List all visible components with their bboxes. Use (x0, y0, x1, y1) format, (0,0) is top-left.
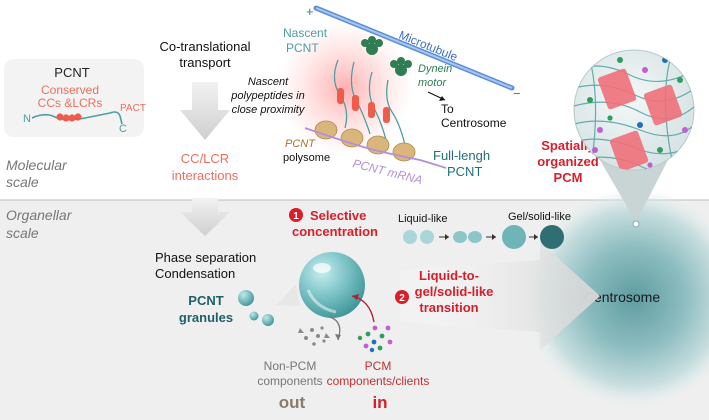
down-arrow-top (180, 82, 230, 140)
cc-domain-beads (56, 113, 82, 122)
pact-label: PACT (120, 103, 146, 114)
centrosome-target-label: Centrosome (441, 116, 507, 130)
step-2-number: 2 (399, 293, 405, 304)
in-label: in (372, 393, 387, 412)
pcm-label-1: PCM (365, 359, 392, 373)
pcm-client-cluster (357, 325, 393, 353)
conserved-label-1: Conserved (41, 83, 99, 97)
centrosome-blob (524, 188, 709, 408)
small-granules (238, 290, 274, 326)
polysome-illustration: + − Microtubule Nascent PCNT (230, 4, 520, 187)
liquid-like-label: Liquid-like (398, 213, 448, 225)
centrosome-label: Centrosome (584, 289, 660, 305)
pcm-zoom-circle (573, 49, 695, 228)
dynein-label-1: Dynein (418, 63, 452, 75)
pcm-clients (587, 57, 688, 168)
dynein-label-2: motor (418, 77, 447, 89)
conserved-label-2: CCs &LCRs (38, 96, 103, 110)
c-terminus-label: C (119, 123, 127, 135)
transition-label-1: Liquid-to- (419, 268, 479, 283)
polysome-label-1: PCNT (285, 138, 316, 150)
cc-beads (337, 88, 390, 123)
granule-wedge (277, 284, 300, 306)
pcnt-protein-line (31, 111, 123, 125)
organellar-scale-label-2: scale (6, 225, 39, 241)
gel-like-label: Gel/solid-like (508, 211, 571, 223)
molecular-scale-label-1: Molecular (6, 157, 68, 173)
selective-label-1: Selective (310, 208, 366, 223)
pcnt-domain-box: PCNT Conserved CCs &LCRs PACT N C (4, 59, 146, 137)
ribosomes (314, 120, 416, 162)
proximity-label-1: Nascent (248, 76, 289, 88)
nonpcm-label-1: Non-PCM (264, 359, 317, 373)
cc-lcr-label-1: CC/LCR (181, 151, 229, 166)
proximity-label-2: polypeptides in (230, 90, 304, 102)
cotranslational-label-2: transport (179, 55, 231, 70)
transition-label-3: transition (419, 300, 478, 315)
cotranslational-label-1: Co-translational (159, 39, 250, 54)
step-2-badge (395, 290, 409, 304)
transition-arrow (400, 242, 600, 350)
selective-label-2: concentration (292, 224, 378, 239)
liquid-to-gel-sequence (403, 225, 564, 249)
mrna-strand (304, 127, 447, 169)
pcm-centrioles (597, 68, 683, 170)
cc-lcr-label-2: interactions (172, 168, 239, 183)
nascent-pcnt-label-2: PCNT (286, 41, 319, 55)
to-label: To (441, 102, 454, 116)
down-arrow-bottom (180, 198, 230, 236)
polysome-label-2: polysome (283, 152, 330, 164)
condensate-droplet (299, 252, 365, 318)
step-1-badge (289, 208, 303, 222)
spatial-label-3: PCM (554, 170, 583, 185)
organellar-scale-label-1: Organellar (6, 207, 73, 223)
step-1-number: 1 (293, 211, 299, 222)
proximity-label-3: close proximity (232, 104, 306, 116)
pcnt-box-title: PCNT (54, 65, 89, 80)
n-terminus-label: N (23, 113, 31, 125)
nonpcm-label-2: components (257, 374, 322, 388)
molecular-scale-label-2: scale (6, 174, 39, 190)
granules-label-1: PCNT (188, 293, 223, 308)
out-label: out (279, 393, 306, 412)
transition-label-2: gel/solid-like (415, 284, 494, 299)
pcm-label-2: components/clients (327, 374, 430, 388)
proximity-glow (277, 20, 413, 156)
mrna-label: PCNT mRNA (351, 156, 424, 187)
fulllength-label-1: Full-lengh (433, 148, 490, 163)
phase-label-2: Condensation (155, 266, 235, 281)
microtubule-plus: + (306, 4, 314, 19)
phase-label-1: Phase separation (155, 250, 256, 265)
dynein-motors (361, 36, 412, 76)
non-pcm-cluster (298, 326, 330, 346)
nascent-pcnt-label-1: Nascent (283, 26, 328, 40)
fulllength-label-2: PCNT (447, 164, 482, 179)
microtubule-minus: − (513, 86, 521, 101)
spatial-label-2: organized (537, 154, 598, 169)
granules-label-2: granules (179, 310, 233, 325)
spatial-label-1: Spatially (541, 138, 595, 153)
